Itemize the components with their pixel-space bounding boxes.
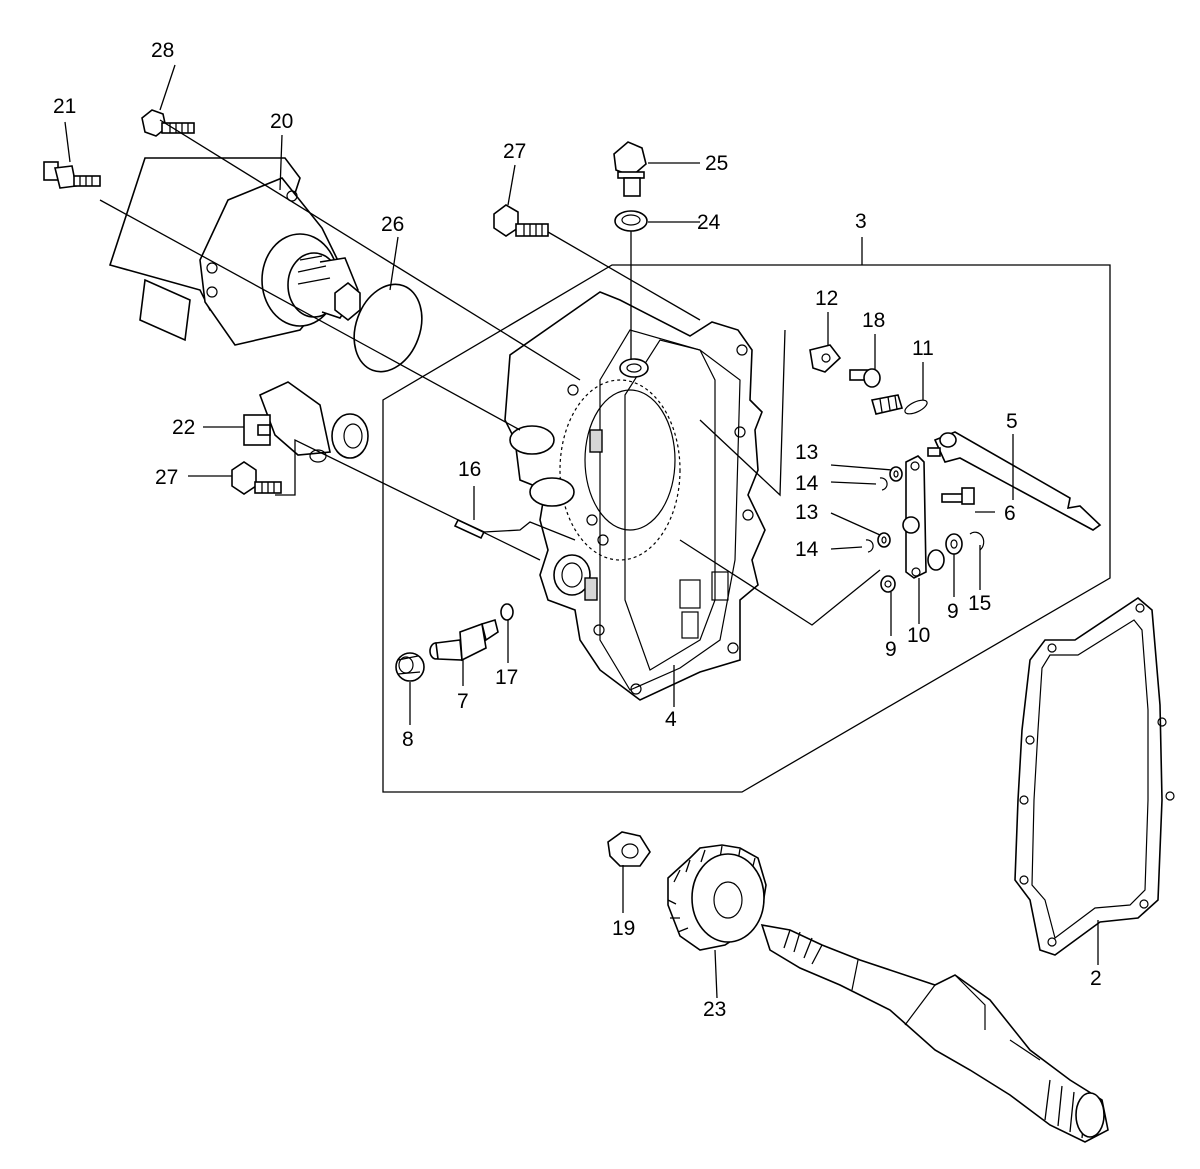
callout-7: 7 — [457, 690, 469, 713]
callout-16: 16 — [458, 458, 481, 481]
callout-11: 11 — [912, 337, 934, 360]
callout-14-upper: 14 — [795, 472, 819, 495]
callout-13-lower: 13 — [795, 501, 818, 524]
part-24-washer — [614, 210, 648, 232]
part-11-spring-pin — [870, 394, 928, 415]
callout-27-upper: 27 — [503, 140, 526, 163]
part-17-o-ring — [500, 603, 514, 621]
callout-24: 24 — [697, 211, 721, 234]
part-14-clip-upper — [879, 477, 888, 491]
part-28-bolt — [141, 109, 195, 137]
callout-6: 6 — [1004, 502, 1016, 525]
callout-17: 17 — [495, 666, 518, 689]
leader-lines — [64, 64, 1099, 999]
part-4-housing-cover — [504, 291, 766, 701]
callout-9-left: 9 — [885, 638, 897, 661]
callout-22: 22 — [172, 416, 195, 439]
callout-15: 15 — [968, 592, 991, 615]
part-8-seal — [395, 652, 425, 682]
part-6-screw — [941, 487, 975, 505]
callout-5: 5 — [1006, 410, 1018, 433]
part-12-clip — [809, 344, 842, 373]
callout-20: 20 — [270, 110, 293, 133]
callout-21: 21 — [53, 95, 76, 118]
part-26-o-ring — [353, 283, 423, 373]
callout-3: 3 — [855, 210, 867, 233]
callout-27-lower: 27 — [155, 466, 178, 489]
callout-26: 26 — [381, 213, 404, 236]
part-10-link-plate — [902, 455, 927, 579]
callout-12: 12 — [815, 287, 838, 310]
part-2-gasket — [1014, 596, 1175, 956]
callout-14-lower: 14 — [795, 538, 819, 561]
part-9-washer-right — [927, 533, 963, 571]
callout-10: 10 — [907, 624, 930, 647]
part-13-washer-upper — [889, 466, 903, 482]
part-21-bolt — [43, 161, 101, 189]
part-23-gear — [667, 844, 767, 951]
part-22-sensor — [243, 381, 369, 463]
part-9-washer-left — [880, 575, 896, 593]
callout-labels: 2 3 4 5 6 7 8 9 9 10 11 12 13 13 14 14 1… — [53, 39, 1102, 1021]
part-27-bolt-upper — [493, 204, 549, 237]
part-15-clip — [969, 531, 985, 551]
assembly-3-boundary — [382, 264, 1111, 793]
part-18-screw — [849, 368, 881, 388]
callout-23: 23 — [703, 998, 726, 1021]
part-13-washer-lower — [877, 532, 891, 548]
part-25-plug-bolt — [613, 141, 647, 197]
callout-9-right: 9 — [947, 600, 959, 623]
callout-19: 19 — [612, 917, 635, 940]
part-20-actuator — [108, 157, 361, 346]
callout-13-upper: 13 — [795, 441, 818, 464]
callout-18: 18 — [862, 309, 885, 332]
callout-4: 4 — [665, 708, 677, 731]
part-27-bolt-lower — [231, 461, 282, 495]
part-16-pin — [453, 518, 486, 540]
output-shaft — [760, 923, 1109, 1143]
part-7-shaft — [429, 618, 499, 662]
callout-2: 2 — [1090, 967, 1102, 990]
callout-8: 8 — [402, 728, 414, 751]
part-19-nut — [607, 831, 651, 867]
callout-28: 28 — [151, 39, 174, 62]
part-14-clip-lower — [865, 539, 874, 553]
callout-25: 25 — [705, 152, 728, 175]
